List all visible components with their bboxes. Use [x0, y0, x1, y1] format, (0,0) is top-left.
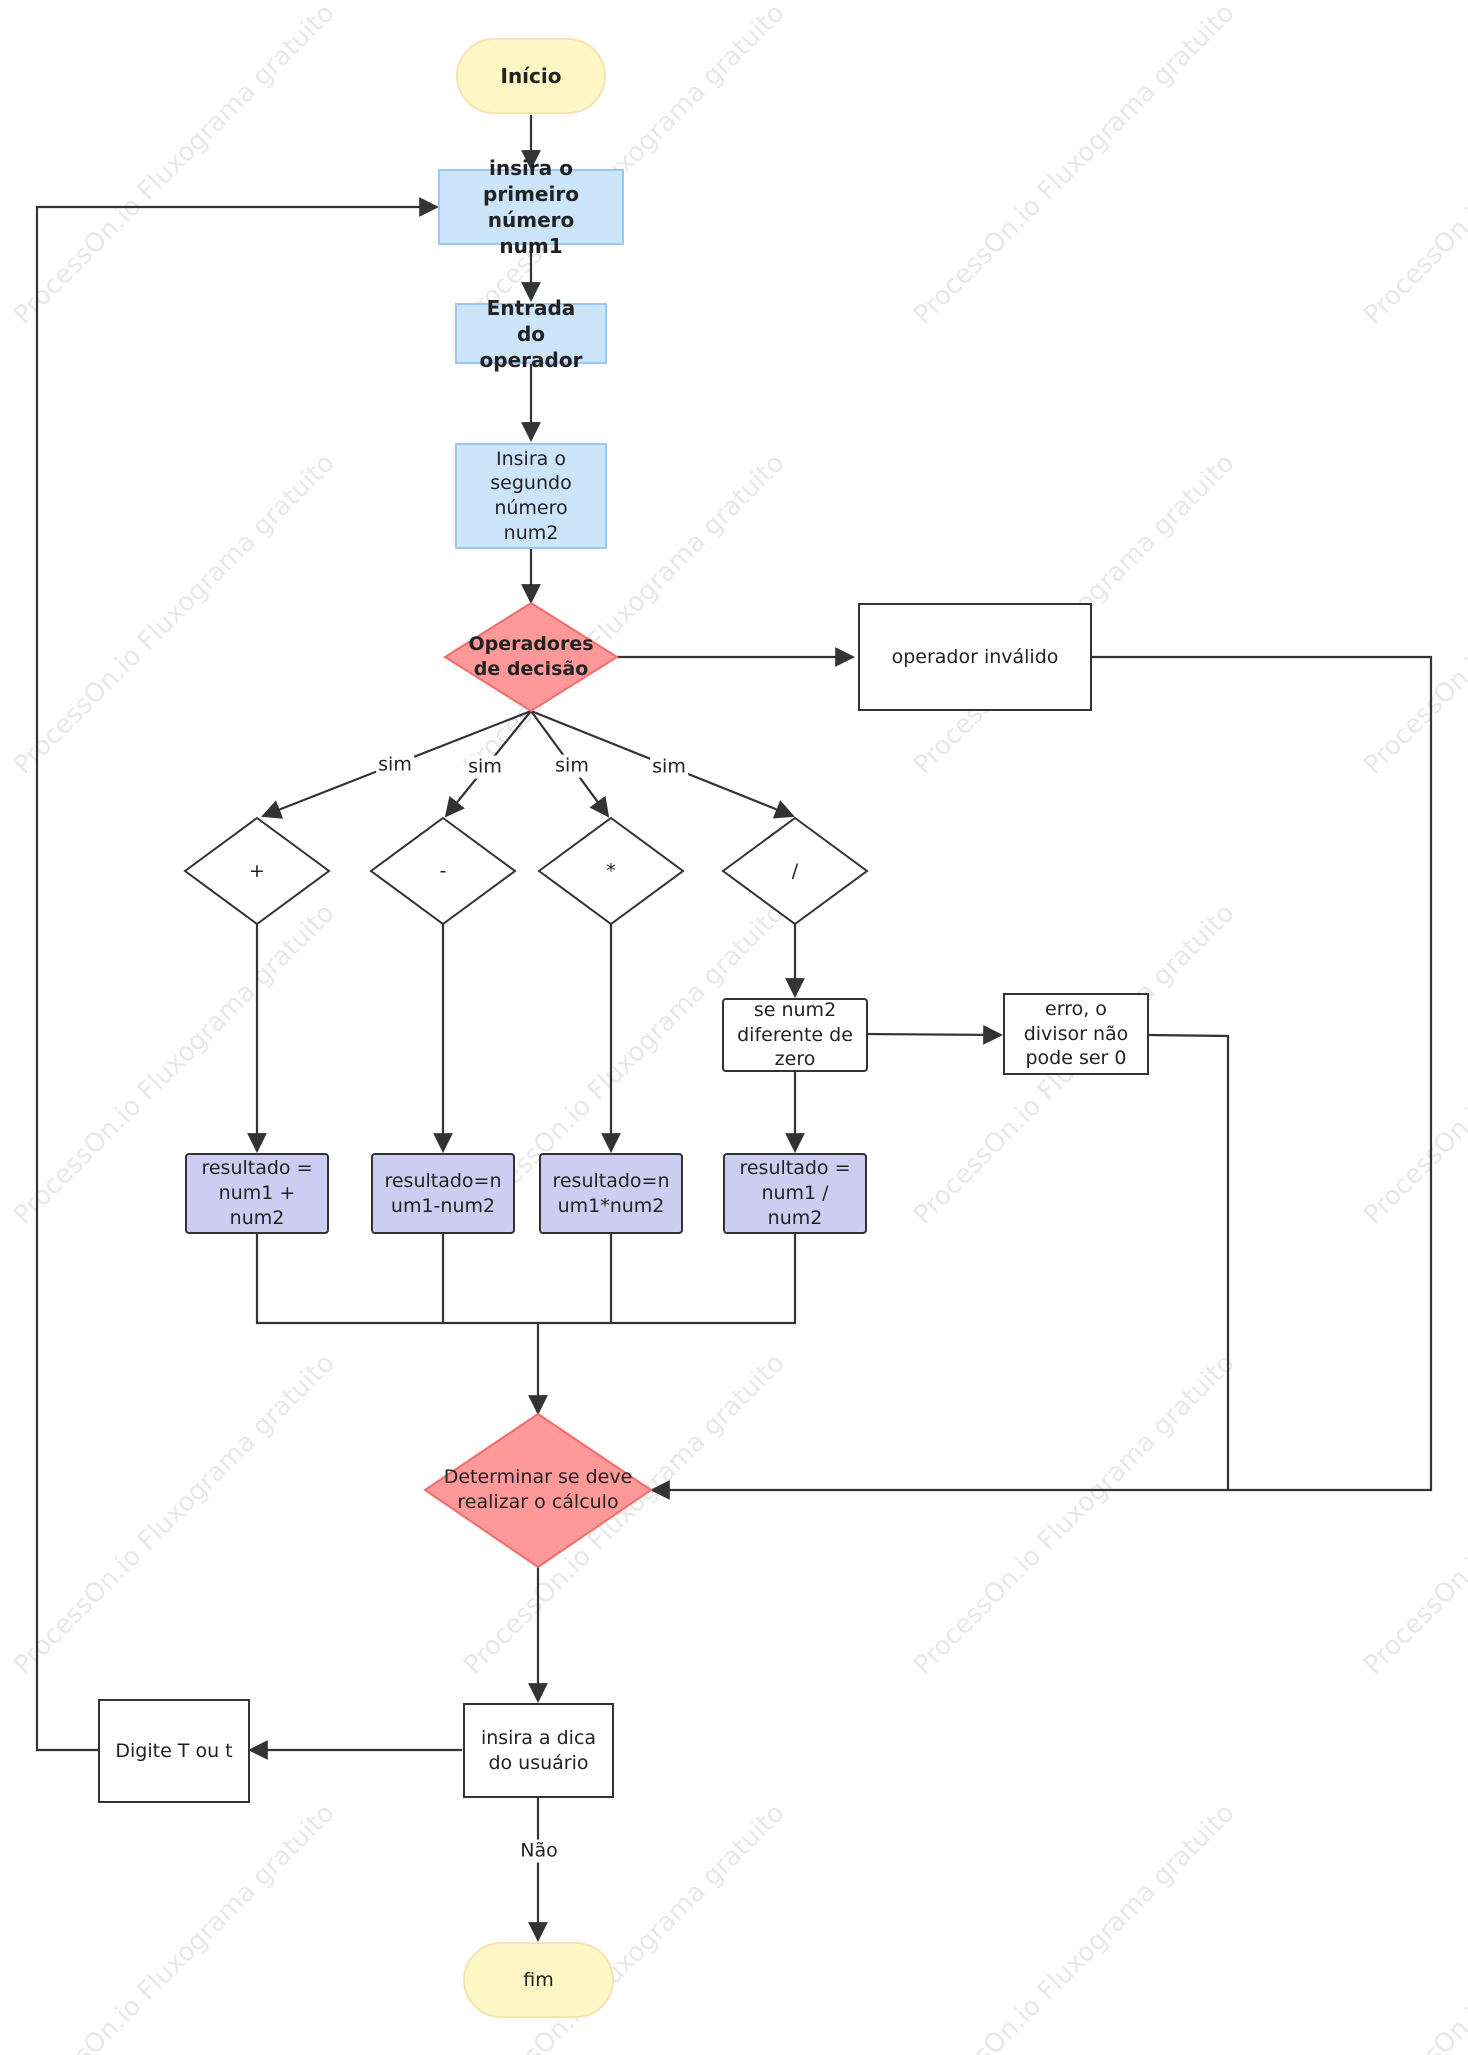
start-node[interactable]: Início	[456, 38, 606, 114]
result-mul-label: resultado=num1*num2	[552, 1169, 670, 1217]
decision-calc-shape	[423, 1412, 653, 1569]
decision-divide-shape	[721, 816, 869, 926]
decision-minus-shape	[369, 816, 517, 926]
edge-label-sim-plus: sim	[376, 753, 414, 777]
decision-times-shape	[537, 816, 685, 926]
user-hint-label: insira a dica do usuário	[480, 1726, 597, 1774]
edge-label-sim-times: sim	[553, 754, 591, 778]
result-mul-node[interactable]: resultado=num1*num2	[539, 1153, 683, 1234]
user-hint-node[interactable]: insira a dica do usuário	[463, 1703, 614, 1798]
input-num2-node[interactable]: Insira o segundo número num2	[455, 443, 607, 549]
type-t-node[interactable]: Digite T ou t	[98, 1699, 250, 1803]
edge-invalid-decide	[650, 655, 1433, 1500]
result-sub-label: resultado=num1-num2	[384, 1169, 502, 1217]
edge-error-decide	[1148, 1033, 1230, 1490]
divisor-error-node[interactable]: erro, o divisor não pode ser 0	[1003, 993, 1149, 1075]
edge-typet-num1	[35, 197, 439, 1752]
input-num1-node[interactable]: insira o primeiro número num1	[438, 156, 624, 258]
invalid-operator-label: operador inválido	[891, 645, 1059, 668]
num2-nonzero-node[interactable]: se num2 diferente de zero	[722, 998, 868, 1072]
edge-label-sim-minus: sim	[466, 755, 504, 779]
result-div-node[interactable]: resultado = num1 / num2	[723, 1153, 867, 1234]
invalid-operator-node[interactable]: operador inválido	[858, 603, 1092, 711]
decision-plus-shape	[183, 816, 331, 926]
result-sub-node[interactable]: resultado=num1-num2	[371, 1153, 515, 1234]
type-t-label: Digite T ou t	[115, 1739, 233, 1762]
edge-check-error	[866, 1024, 1003, 1045]
decision-operators-shape	[443, 601, 619, 713]
result-add-node[interactable]: resultado = num1 + num2	[185, 1153, 329, 1234]
num2-nonzero-label: se num2 diferente de zero	[737, 998, 853, 1071]
input-operator-label: Entrada do operador	[479, 295, 583, 372]
edge-label-nao: Não	[518, 1839, 560, 1863]
input-operator-node[interactable]: Entrada do operador	[455, 296, 607, 372]
start-label: Início	[500, 64, 562, 88]
result-add-label: resultado = num1 + num2	[201, 1157, 313, 1229]
edge-results-merge	[255, 1234, 797, 1325]
divisor-error-label: erro, o divisor não pode ser 0	[1023, 997, 1129, 1070]
edge-label-sim-divide: sim	[650, 755, 688, 779]
input-num2-label: Insira o segundo número num2	[490, 447, 572, 544]
result-div-label: resultado = num1 / num2	[739, 1157, 851, 1229]
end-node[interactable]: fim	[463, 1942, 614, 2018]
end-label: fim	[523, 1968, 554, 1991]
input-num1-label: insira o primeiro número num1	[483, 156, 579, 258]
